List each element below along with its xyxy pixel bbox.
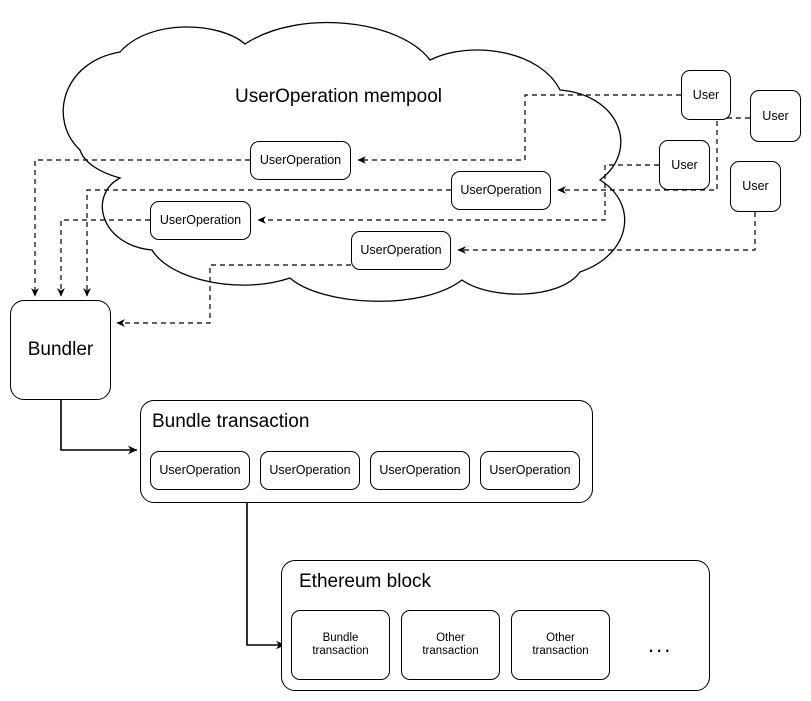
- user-box-1[interactable]: User: [681, 70, 731, 120]
- user-box-4[interactable]: User: [730, 161, 781, 212]
- block-tx-other-2-line2: transaction: [532, 645, 589, 657]
- bundle-userop-4[interactable]: UserOperation: [480, 451, 580, 490]
- wire-uop4-to-bundler: [116, 264, 351, 327]
- bundle-userop-1-label: UserOperation: [159, 463, 241, 478]
- bundle-userop-3[interactable]: UserOperation: [370, 451, 470, 490]
- ethereum-block-title: Ethereum block: [299, 571, 432, 592]
- mempool-userop-4[interactable]: UserOperation: [351, 231, 451, 270]
- bundle-userop-3-label: UserOperation: [379, 463, 461, 478]
- bundle-userop-2-label: UserOperation: [269, 463, 351, 478]
- user-box-2-label: User: [762, 108, 789, 123]
- bundle-transaction-title: Bundle transaction: [152, 411, 310, 432]
- wire-bundler-to-bundle-transaction: [60, 400, 138, 455]
- mempool-userop-3-label: UserOperation: [159, 213, 242, 228]
- mempool-userop-2[interactable]: UserOperation: [451, 171, 551, 210]
- block-tx-bundle-line1: Bundle: [322, 631, 359, 644]
- user-box-3[interactable]: User: [659, 140, 710, 190]
- block-tx-bundle[interactable]: Bundle transaction: [291, 610, 390, 680]
- mempool-userop-1-label: UserOperation: [259, 153, 342, 168]
- user-box-4-label: User: [742, 179, 769, 194]
- wire-user2-to-uop2: [557, 117, 750, 194]
- user-box-3-label: User: [671, 157, 698, 172]
- block-tx-bundle-line2: transaction: [312, 645, 369, 657]
- wire-uop3-to-bundler: [57, 219, 150, 297]
- wire-bundle-transaction-to-block: [246, 503, 286, 650]
- mempool-title: UserOperation mempool: [235, 86, 442, 107]
- block-tx-other-2-line1: Other: [546, 631, 575, 644]
- mempool-userop-1[interactable]: UserOperation: [250, 141, 351, 180]
- bundler-label: Bundler: [27, 339, 94, 361]
- mempool-userop-4-label: UserOperation: [360, 243, 442, 258]
- mempool-userop-2-label: UserOperation: [460, 183, 542, 198]
- block-more-ellipsis: ...: [648, 632, 673, 657]
- block-tx-other-1[interactable]: Other transaction: [401, 610, 500, 680]
- user-box-2[interactable]: User: [750, 90, 801, 142]
- bundle-userop-4-label: UserOperation: [489, 463, 571, 478]
- block-tx-other-1-line1: Other: [436, 631, 465, 644]
- bundler-box[interactable]: Bundler: [10, 300, 111, 400]
- user-box-1-label: User: [692, 87, 720, 102]
- block-tx-other-1-line2: transaction: [422, 645, 479, 657]
- bundle-userop-1[interactable]: UserOperation: [150, 451, 250, 490]
- wire-user4-to-uop4: [457, 212, 756, 254]
- block-tx-other-2[interactable]: Other transaction: [511, 610, 610, 680]
- bundle-userop-2[interactable]: UserOperation: [260, 451, 360, 490]
- mempool-userop-3[interactable]: UserOperation: [150, 201, 251, 240]
